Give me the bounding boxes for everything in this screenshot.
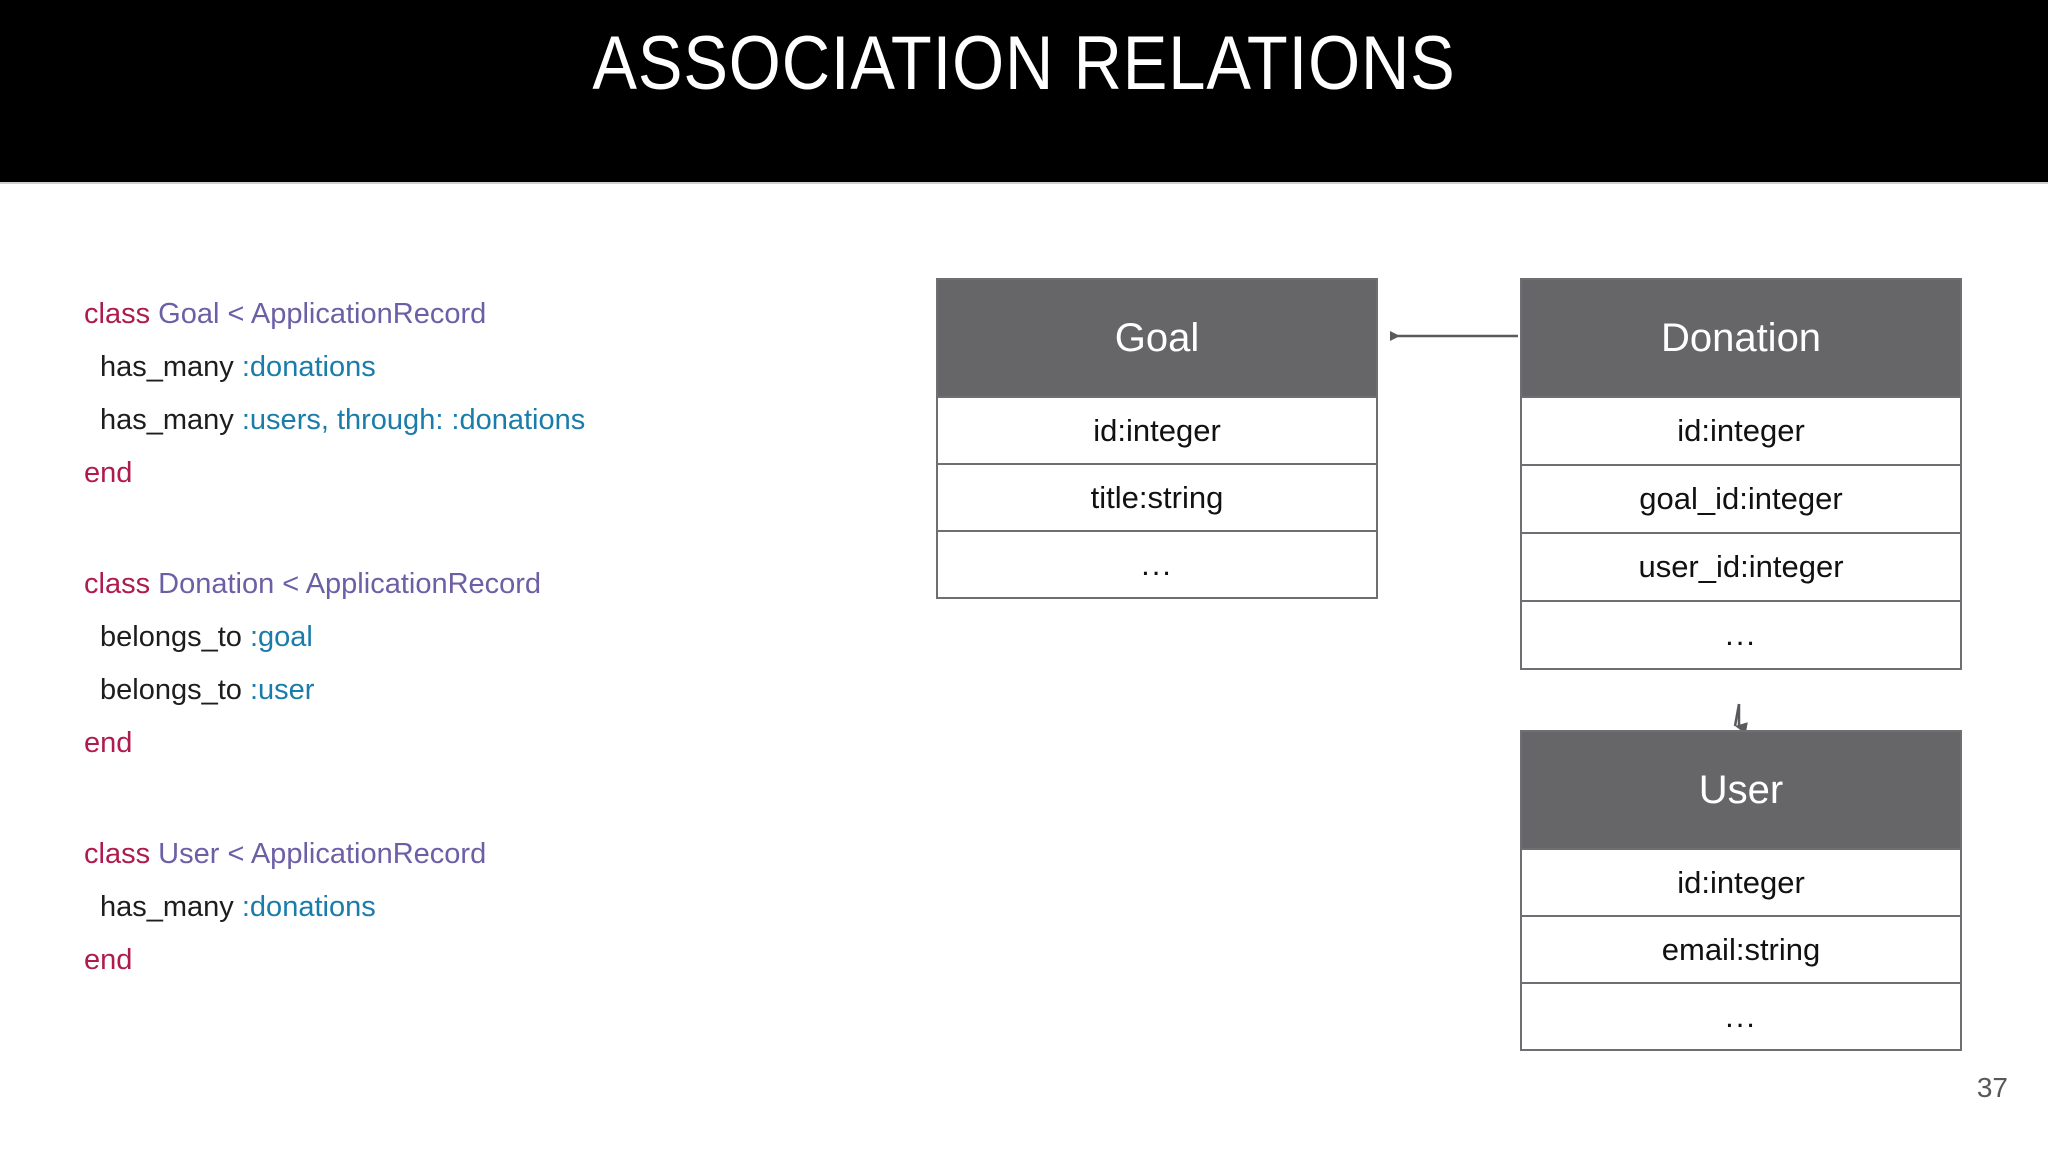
er-table-goal-field: title:string xyxy=(938,463,1376,530)
er-table-donation-field: goal_id:integer xyxy=(1522,464,1960,532)
code-token-plain xyxy=(242,621,250,653)
code-token-class_name: User xyxy=(158,838,220,870)
code-token-operator: < xyxy=(227,838,245,870)
er-table-goal-field: ... xyxy=(938,530,1376,597)
code-line: has_many :donations xyxy=(84,881,844,934)
code-token-class_name: ApplicationRecord xyxy=(250,298,487,330)
code-token-symbol: :user xyxy=(249,674,315,706)
er-table-user-field: id:integer xyxy=(1522,848,1960,915)
code-token-symbol: :donations xyxy=(241,351,376,383)
code-token-method: has_many xyxy=(100,404,234,436)
code-token-method: has_many xyxy=(100,891,234,923)
code-token-symbol: :donations xyxy=(241,891,376,923)
code-token-plain xyxy=(234,404,242,436)
code-line: has_many :users, through: :donations xyxy=(84,394,844,447)
title-divider xyxy=(0,182,2048,184)
page-number: 37 xyxy=(1976,1072,2008,1103)
code-token-keyword: class xyxy=(84,568,151,600)
code-line: end xyxy=(84,447,844,500)
code-token-keyword: end xyxy=(84,727,133,759)
er-table-donation[interactable]: Donation id:integer goal_id:integer user… xyxy=(1520,278,1962,670)
er-table-goal-title: Goal xyxy=(938,280,1376,396)
code-token-keyword: class xyxy=(84,298,151,330)
er-table-donation-field: ... xyxy=(1522,600,1960,668)
title-band: ASSOCIATION RELATIONS xyxy=(0,0,2048,182)
code-line: class User < ApplicationRecord xyxy=(84,828,844,881)
er-table-user-field: email:string xyxy=(1522,915,1960,982)
code-token-class_name: ApplicationRecord xyxy=(305,568,542,600)
page-title: ASSOCIATION RELATIONS xyxy=(592,21,1456,106)
code-token-operator: < xyxy=(282,568,300,600)
code-token-symbol: :goal xyxy=(249,621,313,653)
code-line: class Donation < ApplicationRecord xyxy=(84,558,844,611)
code-line: belongs_to :goal xyxy=(84,611,844,664)
er-table-donation-title: Donation xyxy=(1522,280,1960,396)
code-token-keyword: class xyxy=(84,838,151,870)
er-table-goal[interactable]: Goal id:integer title:string ... xyxy=(936,278,1378,599)
code-token-method: belongs_to xyxy=(100,621,242,653)
code-token-operator: < xyxy=(227,298,245,330)
code-token-plain xyxy=(234,891,242,923)
code-line: end xyxy=(84,934,844,987)
code-line: belongs_to :user xyxy=(84,664,844,717)
code-token-symbol: :users, through: :donations xyxy=(241,404,586,436)
code-token-plain xyxy=(150,568,158,600)
code-token-plain xyxy=(150,298,158,330)
code-line: end xyxy=(84,717,844,770)
code-token-class_name: Goal xyxy=(158,298,220,330)
code-token-method: belongs_to xyxy=(100,674,242,706)
code-token-class_name: ApplicationRecord xyxy=(250,838,487,870)
er-table-goal-field: id:integer xyxy=(938,396,1376,463)
code-token-method: has_many xyxy=(100,351,234,383)
er-table-user-title: User xyxy=(1522,732,1960,848)
er-table-donation-field: user_id:integer xyxy=(1522,532,1960,600)
er-table-user[interactable]: User id:integer email:string ... xyxy=(1520,730,1962,1051)
er-table-user-field: ... xyxy=(1522,982,1960,1049)
code-token-keyword: end xyxy=(84,457,133,489)
code-token-plain xyxy=(150,838,158,870)
arrow-donation-to-user-stem xyxy=(1733,703,1748,735)
code-token-plain xyxy=(242,674,250,706)
code-token-keyword: end xyxy=(84,944,133,976)
er-table-donation-field: id:integer xyxy=(1522,396,1960,464)
code-token-class_name: Donation xyxy=(158,568,275,600)
code-token-plain xyxy=(234,351,242,383)
code-line: class Goal < ApplicationRecord xyxy=(84,288,844,341)
code-line: has_many :donations xyxy=(84,341,844,394)
